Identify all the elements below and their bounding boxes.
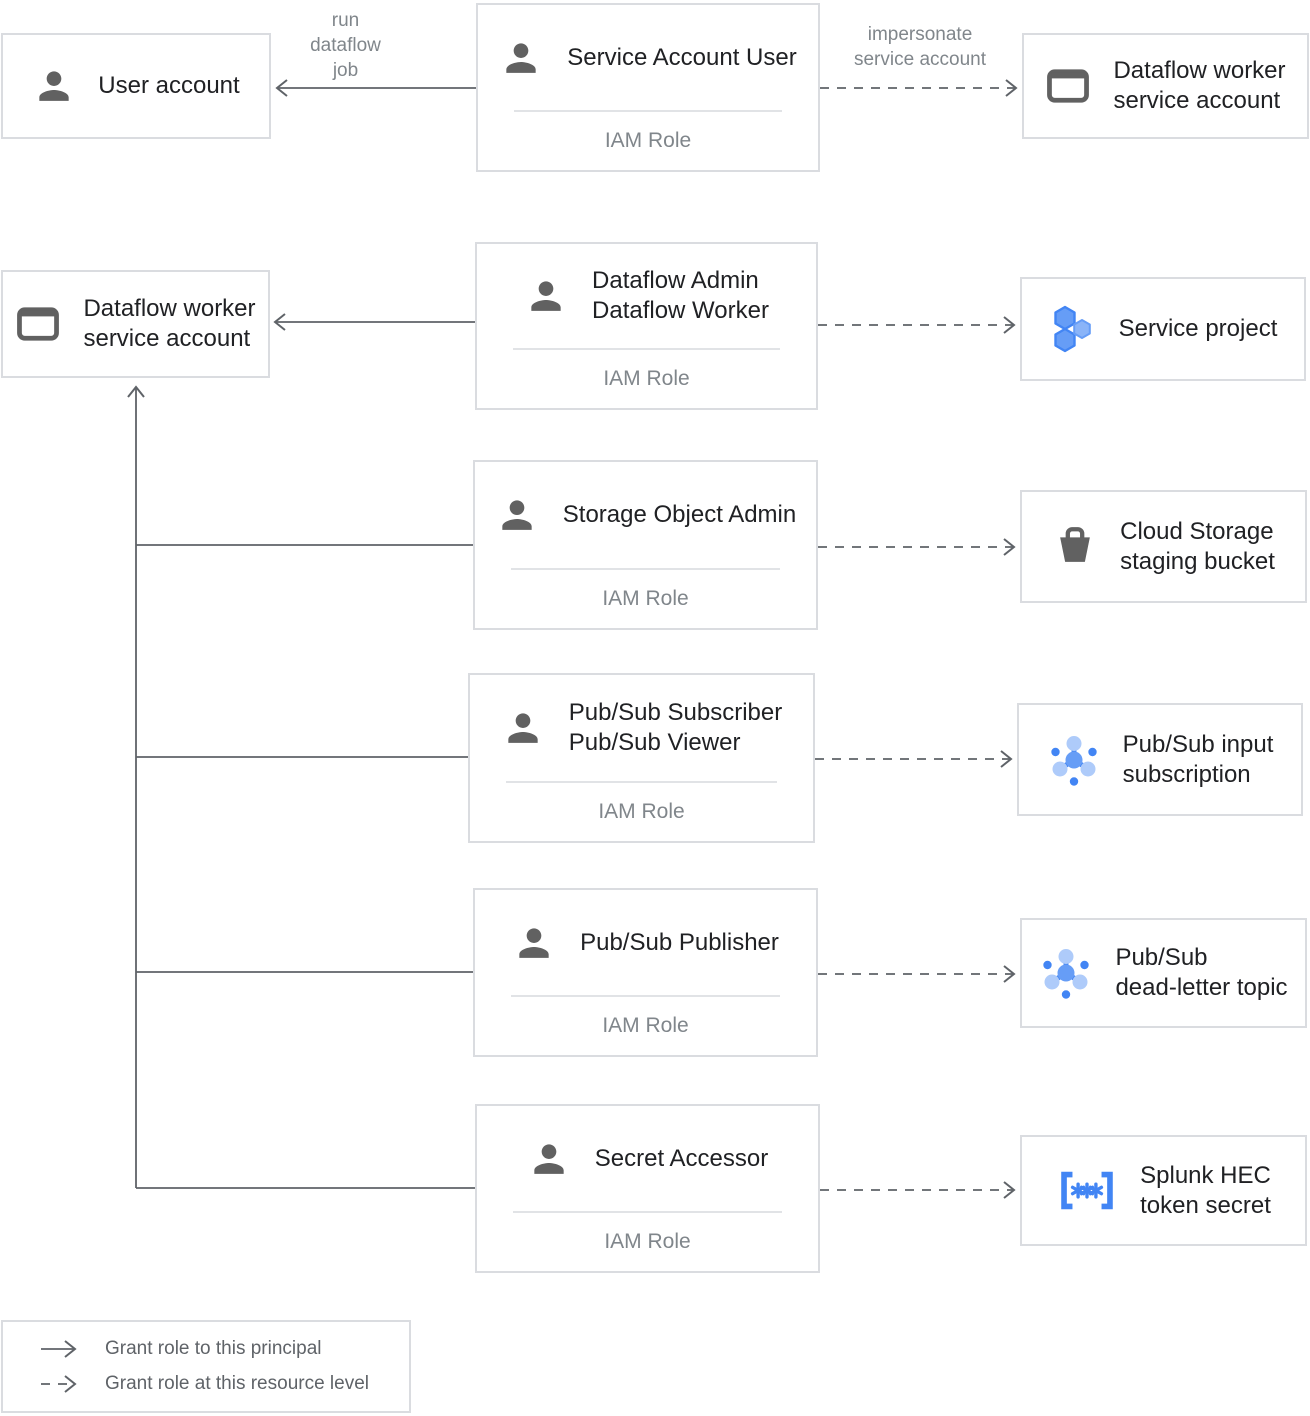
role-box-service-account-user: Service Account User IAM Role (476, 3, 820, 172)
project-icon (1049, 305, 1097, 353)
edge-label-run-dataflow-job: run dataflow job (310, 10, 381, 81)
person-icon (495, 493, 539, 537)
role-box-dataflow-admin-worker: Dataflow Admin Dataflow Worker IAM Role (475, 242, 818, 410)
box-title-line: token secret (1140, 1191, 1271, 1219)
role-box-pubsub-publisher: Pub/Sub Publisher IAM Role (473, 888, 818, 1057)
role-title-line: Pub/Sub Publisher (580, 928, 779, 956)
storage-bucket-icon (1052, 524, 1098, 570)
legend-item-dashed: Grant role at this resource level (3, 1372, 409, 1396)
box-title: Service project (1118, 315, 1278, 342)
box-title-line: service account (1113, 87, 1281, 114)
principal-box-user-account: User account (1, 33, 271, 139)
box-title-line: service account (83, 325, 251, 352)
box-title-line: Pub/Sub input (1122, 730, 1274, 758)
legend-label: Grant role to this principal (105, 1338, 322, 1359)
resource-box-service-project: Service project (1020, 277, 1306, 381)
role-title-line: Pub/Sub Viewer (568, 729, 741, 756)
box-title-line: staging bucket (1120, 547, 1275, 575)
box-title-line: Pub/Sub (1115, 944, 1208, 971)
divider (514, 110, 782, 112)
legend-item-solid: Grant role to this principal (3, 1337, 409, 1361)
principal-box-dataflow-worker-service-account: Dataflow worker service account (1, 270, 270, 378)
divider (513, 1211, 782, 1213)
role-subtitle: IAM Role (602, 1014, 689, 1037)
person-icon (512, 921, 556, 965)
divider (511, 995, 780, 997)
divider (513, 348, 780, 350)
service-account-icon (1045, 67, 1091, 105)
role-title-line: Service Account User (567, 43, 797, 71)
role-box-pubsub-subscriber-viewer: Pub/Sub Subscriber Pub/Sub Viewer IAM Ro… (468, 673, 815, 843)
role-title-line: Secret Accessor (594, 1144, 769, 1172)
person-icon (499, 36, 543, 80)
secret-manager-icon (1056, 1168, 1118, 1213)
person-icon (32, 64, 76, 108)
divider (511, 568, 780, 570)
box-title-line: Splunk HEC (1140, 1161, 1271, 1189)
resource-box-pubsub-input-subscription: Pub/Sub input subscription (1017, 703, 1303, 816)
legend-label: Grant role at this resource level (105, 1373, 370, 1394)
box-title-line: subscription (1122, 760, 1251, 788)
role-box-storage-object-admin: Storage Object Admin IAM Role (473, 460, 818, 630)
service-account-icon (15, 305, 61, 343)
person-icon (524, 274, 568, 318)
person-icon (527, 1137, 571, 1181)
role-title-line: Dataflow Worker (592, 297, 769, 324)
resource-box-cloud-storage-staging-bucket: Cloud Storage staging bucket (1020, 490, 1307, 603)
box-title-line: Dataflow worker (1113, 57, 1286, 84)
legend: Grant role to this principal Grant role … (1, 1320, 411, 1413)
divider (506, 781, 777, 783)
resource-box-splunk-hec-token-secret: Splunk HEC token secret (1020, 1135, 1307, 1246)
pubsub-icon (1047, 733, 1101, 787)
person-icon (501, 706, 545, 750)
role-subtitle: IAM Role (602, 587, 689, 610)
box-title-line: Dataflow worker (83, 295, 256, 322)
box-title-line: dead-letter topic (1115, 974, 1288, 1001)
pubsub-icon (1039, 946, 1093, 1000)
role-title-line: Storage Object Admin (562, 501, 797, 528)
role-subtitle: IAM Role (604, 1230, 691, 1253)
role-subtitle: IAM Role (603, 367, 690, 390)
resource-box-pubsub-dead-letter-topic: Pub/Sub dead-letter topic (1020, 918, 1307, 1028)
solid-arrow-icon (41, 1340, 77, 1358)
role-box-secret-accessor: Secret Accessor IAM Role (475, 1104, 820, 1273)
role-title-line: Dataflow Admin (592, 267, 759, 294)
dashed-arrow-icon (41, 1375, 77, 1393)
box-title-line: Cloud Storage (1120, 517, 1274, 545)
box-title: User account (98, 72, 240, 99)
role-title-line: Pub/Sub Subscriber (568, 699, 783, 726)
role-subtitle: IAM Role (604, 129, 692, 152)
resource-box-dataflow-worker-service-account: Dataflow worker service account (1022, 33, 1309, 139)
role-subtitle: IAM Role (598, 800, 685, 823)
edge-label-impersonate: impersonate service account (853, 24, 986, 70)
